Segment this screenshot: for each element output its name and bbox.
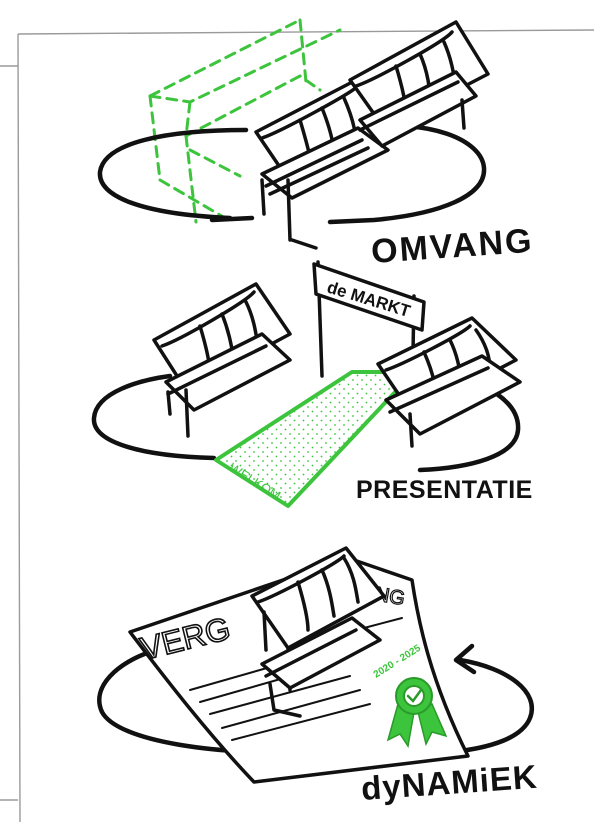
market-stall [378,318,520,446]
panel-dynamiek: VERG NG 2020 - 2025 dyNAMiEK [99,548,538,807]
caption-omvang: OMVANG [370,222,535,271]
market-stall [154,284,290,436]
gate-sign: de MARKT [314,264,424,330]
panel-omvang: OMVANG [100,20,535,271]
caption-presentatie: PRESENTATIE [356,476,533,504]
market-stall [350,22,488,146]
panel-presentatie: WELKOM de MARKT [94,262,533,506]
